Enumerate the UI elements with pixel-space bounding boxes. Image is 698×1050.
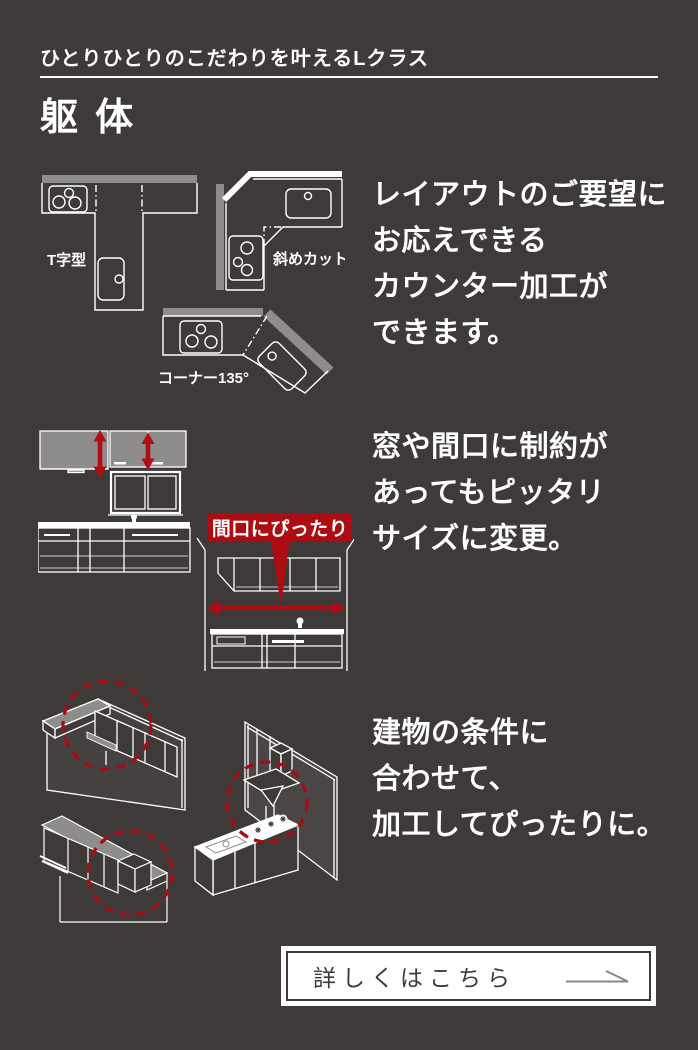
arrow-right-icon	[566, 970, 629, 983]
highlight-circle-icon	[225, 760, 309, 844]
corner135-wall-edge	[263, 309, 334, 375]
page-title: 躯体	[40, 97, 151, 139]
cooktop-icon	[48, 185, 88, 213]
building-fit-illustration	[39, 680, 338, 923]
height-resize-arrow-icon	[93, 430, 155, 478]
iso-range-hood	[242, 768, 301, 795]
details-button-label: 詳しくはこちら	[313, 965, 516, 991]
width-fit-illustration	[38, 430, 354, 671]
countertop	[38, 522, 190, 528]
header-divider	[40, 76, 658, 78]
eyebrow-text: ひとりひとりのこだわりを叶えるLクラス	[40, 48, 430, 70]
cooktop-icon	[179, 320, 223, 354]
section-caption-width: 窓や間口に制約が あってもピッタリ サイズに変更。	[372, 424, 692, 562]
faucet-icon	[210, 829, 215, 838]
highlight-circle-icon	[61, 680, 153, 771]
caption-line: 加工してぴったりに。	[372, 809, 667, 841]
details-button[interactable]: 詳しくはこちら	[281, 946, 656, 1006]
sink-icon	[97, 257, 125, 301]
diagram-label-t-shape: T字型	[47, 251, 86, 269]
base-cabinet	[38, 527, 191, 573]
countertop	[210, 629, 344, 634]
caption-line: お応えできる	[372, 225, 548, 257]
highlight-circle-icon	[86, 829, 174, 917]
caption-line: レイアウトのご要望に	[372, 179, 668, 211]
diagonal-cut-wall-edge	[221, 171, 342, 203]
width-resize-arrow-icon	[207, 600, 345, 616]
caption-line: サイズに変更。	[372, 523, 578, 555]
sink-icon	[257, 341, 307, 391]
caption-line: あってもピッタリ	[372, 477, 606, 509]
section-caption-layout: レイアウトのご要望に お応えできる カウンター加工が できます。	[372, 172, 692, 356]
width-fit-badge: 間口にぴったり	[208, 513, 352, 541]
t-shape-wall-strip	[42, 175, 197, 183]
caption-line: 建物の条件に	[372, 717, 550, 749]
t-shape-counter-outline	[41, 183, 198, 311]
caption-line: 合わせて、	[372, 763, 519, 795]
section-caption-building: 建物の条件に 合わせて、 加工してぴったりに。	[372, 710, 698, 848]
caption-line: カウンター加工が	[372, 271, 609, 303]
wall-cabinet	[217, 557, 341, 592]
diagram-label-corner135: コーナー135°	[158, 370, 249, 387]
iso-sink	[204, 835, 248, 854]
iso-wall-cabinets	[94, 710, 178, 778]
diagonal-cut-counter-outline	[263, 226, 342, 290]
corner135-wall-strip	[163, 308, 263, 316]
diagram-label-diagonal-cut: 斜めカット	[272, 250, 345, 268]
iso-notch-board	[86, 731, 117, 752]
counter-layout-illustration: T字型 斜めカット コーナー135°	[41, 171, 345, 394]
cooktop-icon	[228, 235, 264, 281]
caption-line: できます。	[372, 317, 517, 349]
caption-line: 窓や間口に制約が	[372, 431, 609, 463]
sink-icon	[285, 188, 332, 219]
window	[109, 470, 182, 515]
base-cabinet	[211, 633, 343, 669]
iso-cooktop-burners	[253, 814, 288, 835]
diagonal-cut-wall-strip	[216, 184, 224, 290]
